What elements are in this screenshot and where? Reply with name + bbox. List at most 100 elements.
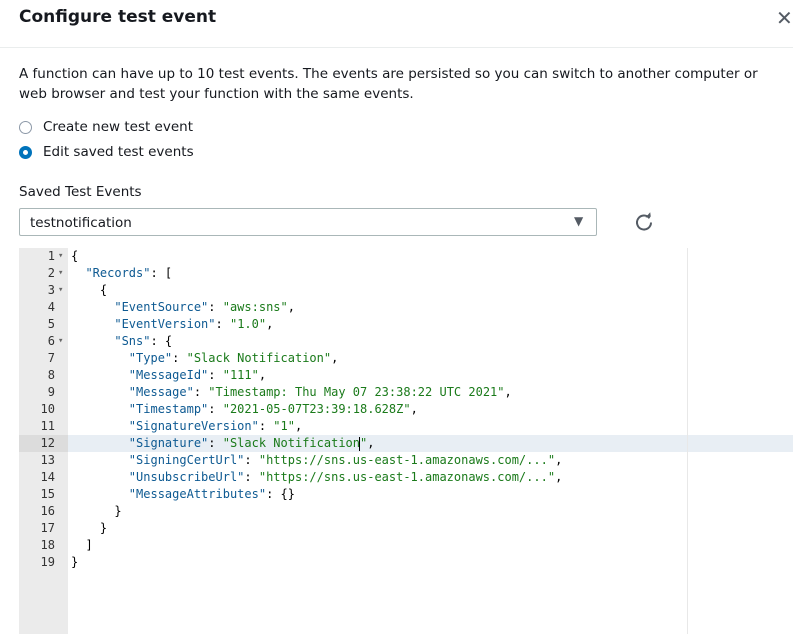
radio-unchecked-icon[interactable] xyxy=(19,120,32,134)
code-text: "MessageAttributes": {} xyxy=(71,486,295,503)
json-string: "Slack Notification xyxy=(222,436,361,450)
line-number: 11 xyxy=(40,419,55,433)
line-number: 1 xyxy=(47,249,55,263)
json-punctuation: , xyxy=(555,470,563,484)
json-punctuation: : xyxy=(208,368,223,382)
caret-down-icon: ▼ xyxy=(574,214,584,228)
selected-event-value: testnotification xyxy=(30,215,132,231)
code-text: { xyxy=(71,248,78,265)
json-string: "Slack Notification" xyxy=(186,351,332,365)
code-text: "EventVersion": "1.0", xyxy=(71,316,273,333)
code-text: { xyxy=(71,282,107,299)
print-margin xyxy=(687,248,688,634)
close-icon[interactable]: ✕ xyxy=(776,6,793,30)
line-number: 19 xyxy=(40,555,55,569)
json-punctuation: , xyxy=(504,385,512,399)
json-punctuation: ] xyxy=(85,538,93,552)
json-punctuation: : {} xyxy=(266,487,295,501)
json-string: "1" xyxy=(273,419,295,433)
line-number: 6 xyxy=(47,334,55,348)
json-string: "aws:sns" xyxy=(222,300,288,314)
code-text: "MessageId": "111", xyxy=(71,367,266,384)
code-line: 9 "Message": "Timestamp: Thu May 07 23:3… xyxy=(19,384,793,401)
code-line: 18 ] xyxy=(19,537,793,554)
code-line: 10 "Timestamp": "2021-05-07T23:39:18.628… xyxy=(19,401,793,418)
line-number: 12 xyxy=(40,436,55,450)
code-text: "Message": "Timestamp: Thu May 07 23:38:… xyxy=(71,384,512,401)
json-punctuation: } xyxy=(99,521,108,535)
json-punctuation: : [ xyxy=(150,266,173,280)
code-line: 8 "MessageId": "111", xyxy=(19,367,793,384)
active-line-gutter xyxy=(19,435,68,452)
code-text: "UnsubscribeUrl": "https://sns.us-east-1… xyxy=(71,469,563,486)
code-line: 13 "SigningCertUrl": "https://sns.us-eas… xyxy=(19,452,793,469)
line-number: 2 xyxy=(47,266,55,280)
json-string: "2021-05-07T23:39:18.628Z" xyxy=(222,402,411,416)
json-string: "Timestamp: Thu May 07 23:38:22 UTC 2021… xyxy=(208,385,505,399)
json-punctuation: : xyxy=(208,300,223,314)
json-punctuation: } xyxy=(71,555,79,569)
code-editor[interactable]: 1▾{2▾ "Records": [3▾ {4 "EventSource": "… xyxy=(19,248,793,634)
fold-toggle-icon[interactable]: ▾ xyxy=(58,285,64,295)
json-key: "Signature" xyxy=(128,436,209,450)
code-text: } xyxy=(71,520,107,537)
code-text: "Type": "Slack Notification", xyxy=(71,350,339,367)
radio-checked-icon[interactable] xyxy=(19,145,32,159)
line-number: 8 xyxy=(47,368,55,382)
code-text: "SigningCertUrl": "https://sns.us-east-1… xyxy=(71,452,563,469)
json-key: "MessageAttributes" xyxy=(128,487,267,501)
code-line: 16 } xyxy=(19,503,793,520)
line-number: 5 xyxy=(47,317,55,331)
code-text: "Signature": "Slack Notification", xyxy=(71,435,374,452)
code-line: 2▾ "Records": [ xyxy=(19,265,793,282)
line-number: 10 xyxy=(40,402,55,416)
json-key: "SignatureVersion" xyxy=(128,419,259,433)
line-number: 4 xyxy=(47,300,55,314)
code-line: 14 "UnsubscribeUrl": "https://sns.us-eas… xyxy=(19,469,793,486)
json-punctuation: { xyxy=(99,283,108,297)
json-punctuation: } xyxy=(114,504,122,518)
code-text: "EventSource": "aws:sns", xyxy=(71,299,295,316)
fold-toggle-icon[interactable]: ▾ xyxy=(58,251,64,261)
line-number: 16 xyxy=(40,504,55,518)
code-text: "Timestamp": "2021-05-07T23:39:18.628Z", xyxy=(71,401,418,418)
json-punctuation: : xyxy=(244,470,259,484)
create-new-test-event-label: Create new test event xyxy=(43,119,194,135)
active-line-highlight xyxy=(19,435,793,452)
create-new-test-event-option[interactable]: Create new test event xyxy=(19,119,193,135)
json-punctuation: : xyxy=(208,436,223,450)
json-key: "Sns" xyxy=(114,334,151,348)
refresh-icon[interactable] xyxy=(633,211,655,233)
json-key: "MessageId" xyxy=(128,368,209,382)
saved-test-events-label: Saved Test Events xyxy=(19,184,142,200)
code-text: "Records": [ xyxy=(71,265,172,282)
json-punctuation: , xyxy=(367,436,375,450)
edit-saved-test-events-label: Edit saved test events xyxy=(43,144,194,160)
json-key: "UnsubscribeUrl" xyxy=(128,470,245,484)
json-punctuation: : xyxy=(172,351,187,365)
code-line: 4 "EventSource": "aws:sns", xyxy=(19,299,793,316)
fold-toggle-icon[interactable]: ▾ xyxy=(58,268,64,278)
line-number: 7 xyxy=(47,351,55,365)
fold-toggle-icon[interactable]: ▾ xyxy=(58,336,64,346)
json-key: "Records" xyxy=(85,266,151,280)
code-line: 6▾ "Sns": { xyxy=(19,333,793,350)
edit-saved-test-events-option[interactable]: Edit saved test events xyxy=(19,144,194,160)
dialog-header: Configure test event ✕ xyxy=(0,0,793,48)
json-string: "https://sns.us-east-1.amazonaws.com/...… xyxy=(258,470,556,484)
json-punctuation: , xyxy=(331,351,339,365)
json-key: "EventSource" xyxy=(114,300,209,314)
json-punctuation: , xyxy=(555,453,563,467)
json-key: "EventVersion" xyxy=(114,317,216,331)
dialog-description: A function can have up to 10 test events… xyxy=(19,66,758,102)
code-line: 11 "SignatureVersion": "1", xyxy=(19,418,793,435)
text-cursor xyxy=(359,436,361,451)
json-punctuation: , xyxy=(258,368,267,382)
line-number: 9 xyxy=(47,385,55,399)
json-punctuation: , xyxy=(266,317,274,331)
code-text: ] xyxy=(71,537,93,554)
json-string: "https://sns.us-east-1.amazonaws.com/...… xyxy=(258,453,556,467)
saved-test-events-select[interactable]: testnotification ▼ xyxy=(19,208,597,236)
json-key: "Message" xyxy=(128,385,194,399)
code-line: 5 "EventVersion": "1.0", xyxy=(19,316,793,333)
